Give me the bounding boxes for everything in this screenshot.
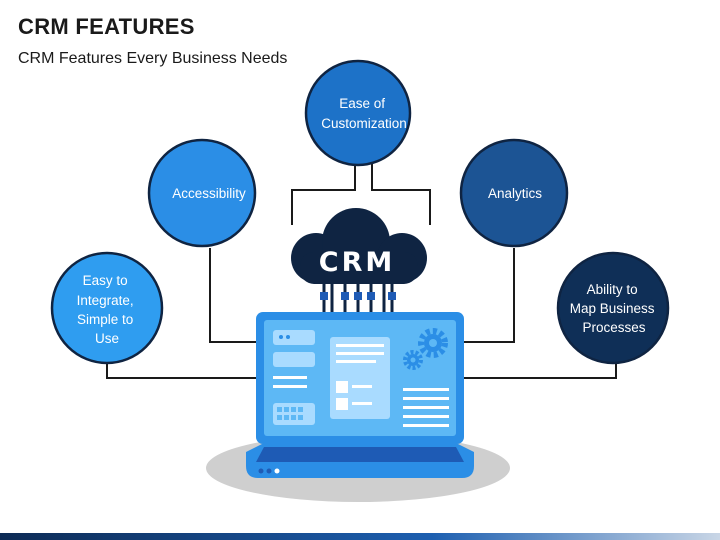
connector-lines: [106, 163, 617, 379]
connector-customization-left: [291, 163, 356, 225]
laptop-icon: [246, 312, 474, 478]
feature-node-business-processes: Ability to Map Business Processes: [556, 251, 670, 365]
feature-node-accessibility: Accessibility: [147, 138, 257, 248]
connector-customization-right: [371, 163, 431, 225]
feature-node-analytics: Analytics: [459, 138, 569, 248]
feature-label: Accessibility: [172, 186, 246, 201]
connector-accessibility: [209, 248, 258, 343]
connector-easy-integrate: [106, 362, 258, 379]
cloud-data-ports: [320, 292, 396, 300]
crm-label: CRM: [319, 247, 395, 278]
feature-label: Analytics: [488, 186, 542, 201]
gear-icon: [418, 328, 448, 358]
feature-label: Easy to Integrate, Simple to Use: [77, 273, 138, 346]
crm-cloud-icon: CRM: [291, 208, 427, 284]
gear-small-icon: [403, 350, 423, 370]
feature-label: Ability to Map Business Processes: [570, 282, 659, 335]
page-title: CRM FEATURES: [18, 14, 195, 39]
connector-business-processes: [462, 362, 617, 379]
feature-node-customization: Ease of Customization: [304, 59, 412, 167]
page-subtitle: CRM Features Every Business Needs: [18, 50, 288, 67]
feature-label: Ease of Customization: [321, 96, 407, 131]
connector-analytics: [462, 248, 515, 343]
feature-node-easy-integrate: Easy to Integrate, Simple to Use: [50, 251, 164, 365]
footer-bar: [0, 533, 720, 540]
